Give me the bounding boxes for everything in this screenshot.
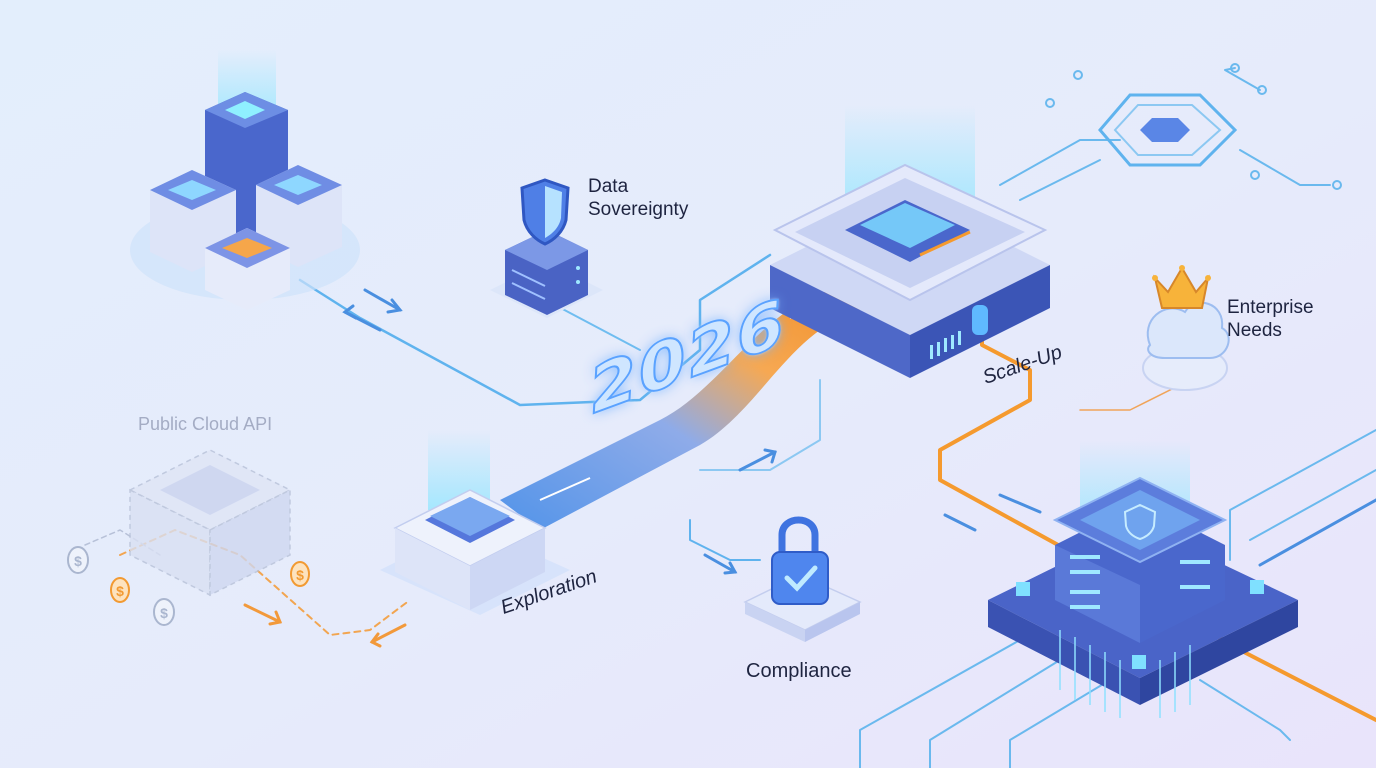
circuit-line	[1009, 679, 1111, 768]
data-sovereignty-line2: Sovereignty	[588, 199, 689, 220]
circuit-line	[1019, 159, 1101, 201]
padlock-icon	[743, 516, 862, 642]
flow-arrow	[342, 304, 358, 320]
shield-icon	[520, 178, 570, 246]
ghost-cube-icon	[128, 449, 292, 597]
flow-arrow	[369, 632, 382, 648]
flow-arrow	[723, 561, 738, 575]
svg-text:$: $	[116, 583, 124, 599]
circuit-line	[859, 639, 1021, 768]
circuit-line	[1249, 469, 1376, 541]
flow-arrow	[998, 493, 1042, 514]
chip-block-icon	[380, 430, 570, 615]
circuit-line	[1229, 429, 1376, 561]
svg-text:$: $	[160, 605, 168, 621]
enterprise-needs-line1: Enterprise	[1227, 297, 1314, 318]
circuit-line	[1239, 149, 1331, 186]
link-line	[689, 519, 761, 561]
castle-datacenter-icon	[770, 105, 1050, 378]
circuit-line	[929, 659, 1061, 768]
flow-arrow	[386, 298, 403, 314]
enterprise-needs-label: Enterprise Needs	[1227, 296, 1314, 342]
link-line	[699, 379, 821, 471]
svg-text:$: $	[296, 567, 304, 583]
server-stack-icon	[490, 230, 603, 318]
svg-text:$: $	[74, 553, 82, 569]
circuit-line	[1258, 498, 1376, 567]
flow-arrow	[763, 448, 777, 464]
data-sovereignty-label: Data Sovereignty	[588, 175, 688, 221]
server-cluster-icon	[130, 50, 360, 310]
flow-arrow	[370, 623, 407, 644]
flow-arrow	[738, 450, 777, 472]
dollar-coin-icon: $ $ $ $	[67, 546, 310, 626]
flow-arrow	[243, 603, 282, 624]
crown-icon	[1152, 265, 1211, 309]
data-sovereignty-line1: Data	[588, 176, 629, 197]
cloud-icon	[1142, 301, 1230, 391]
secure-server-icon	[988, 440, 1298, 718]
compliance-label: Compliance	[746, 660, 852, 682]
enterprise-needs-line2: Needs	[1227, 320, 1282, 341]
public-cloud-api-label: Public Cloud API	[138, 414, 273, 434]
cost-line	[84, 529, 161, 556]
flow-arrow	[943, 513, 977, 532]
flow-arrow	[703, 553, 737, 574]
hexagon-chip-icon	[1045, 63, 1342, 190]
link-line	[298, 253, 772, 407]
flow-arrow	[268, 610, 283, 626]
link-line	[554, 304, 641, 351]
growth-ribbon	[500, 290, 860, 530]
flow-arrow	[363, 288, 402, 312]
ribbon-arrow	[539, 477, 591, 501]
circuit-line	[1199, 679, 1291, 741]
